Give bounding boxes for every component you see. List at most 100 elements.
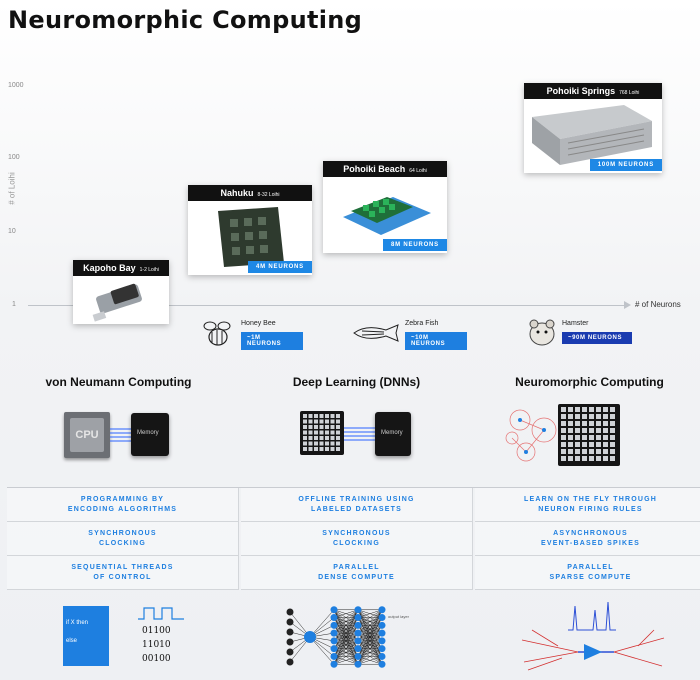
column-title-von-neumann: von Neumann Computing <box>45 375 192 389</box>
nn-output-label: output layer <box>388 614 410 619</box>
chip-core <box>596 414 601 419</box>
chip-core <box>610 428 615 433</box>
nn-node <box>354 637 362 645</box>
system-card-image: 100M NEURONS <box>524 99 662 171</box>
chip-core <box>582 421 587 426</box>
chip-core <box>319 430 324 435</box>
chip-core <box>314 447 318 451</box>
chip-core <box>589 428 594 433</box>
chip-core <box>330 441 335 446</box>
chip-core <box>336 430 340 435</box>
system-name: Nahuku <box>220 188 254 198</box>
chip-core <box>582 456 587 461</box>
chip-core <box>308 425 313 429</box>
binary-line: 01100 <box>142 626 171 636</box>
y-tick-1: 1 <box>12 301 16 308</box>
chip-core <box>589 414 594 419</box>
bus-lines <box>344 427 376 441</box>
chip-core <box>336 441 340 446</box>
nn-node <box>330 645 338 653</box>
chip-core <box>303 447 307 451</box>
nn-node <box>330 629 338 637</box>
nn-node <box>354 652 362 660</box>
nn-node <box>330 652 338 660</box>
table-cell: OFFLINE TRAINING USING LABELED DATASETS <box>241 488 473 522</box>
table-cell: SYNCHRONOUS CLOCKING <box>241 522 473 556</box>
memory-label: Memory <box>381 430 403 436</box>
chip-core <box>561 449 566 454</box>
chip-core <box>575 407 580 412</box>
chip-core <box>610 414 615 419</box>
zebra-fish-icon <box>353 324 399 342</box>
animal-neuron-badge: ~90M NEURONS <box>562 332 632 344</box>
chip-core <box>319 414 324 418</box>
neuron-count-badge: 100M NEURONS <box>589 159 662 171</box>
chip-core <box>589 435 594 440</box>
code-snippet-card: if X then else <box>63 606 109 666</box>
nn-node <box>286 658 294 666</box>
neuron-count-badge: 8M NEURONS <box>382 239 447 251</box>
server-board-icon <box>343 197 431 235</box>
chip-core <box>575 456 580 461</box>
chip-core <box>303 436 307 440</box>
system-chips: 8-32 Loihi <box>257 192 280 198</box>
chip-core <box>582 435 587 440</box>
chip-core <box>568 421 573 426</box>
animal-name-zebra-fish: Zebra Fish <box>405 320 439 327</box>
chip-core <box>330 414 335 418</box>
chip-core <box>561 435 566 440</box>
chip-core <box>319 441 324 446</box>
chip-core <box>568 407 573 412</box>
column-title-deep-learning: Deep Learning (DNNs) <box>292 375 421 389</box>
table-cell: ASYNCHRONOUS EVENT-BASED SPIKES <box>475 522 700 556</box>
chip-core <box>589 421 594 426</box>
chip-core <box>582 414 587 419</box>
nn-node <box>286 608 294 616</box>
memory-label: Memory <box>137 430 159 436</box>
chip-core <box>603 421 608 426</box>
chip-core <box>575 428 580 433</box>
x-axis-arrow-icon <box>624 301 631 309</box>
chip-core <box>325 441 329 446</box>
system-chips: 1-2 Loihi <box>139 267 159 273</box>
chip-core <box>575 414 580 419</box>
chip-core <box>303 425 307 429</box>
chip-core <box>603 435 608 440</box>
chip-core <box>314 419 318 424</box>
nn-node <box>354 645 362 653</box>
system-name: Pohoiki Springs <box>546 86 616 96</box>
chip-core <box>610 421 615 426</box>
nn-node <box>330 621 338 629</box>
chip-core <box>325 425 329 429</box>
chip-core <box>336 425 340 429</box>
chip-core <box>330 447 335 451</box>
table-cell: SYNCHRONOUS CLOCKING <box>7 522 239 556</box>
x-axis-line <box>28 305 628 306</box>
x-axis-title: # of Neurons <box>635 300 681 309</box>
chip-core <box>325 447 329 451</box>
chip-core <box>325 436 329 440</box>
chip-core <box>603 442 608 447</box>
chip-core <box>610 407 615 412</box>
chip-core <box>308 430 313 435</box>
chip-core <box>308 436 313 440</box>
chip-core <box>568 449 573 454</box>
chip-core <box>596 421 601 426</box>
chip-core <box>582 449 587 454</box>
chip-core <box>325 419 329 424</box>
system-name: Kapoho Bay <box>83 263 136 273</box>
nn-node <box>378 652 386 660</box>
chip-core <box>303 430 307 435</box>
chip-core <box>330 425 335 429</box>
chip-core <box>330 419 335 424</box>
chip-core <box>575 442 580 447</box>
nn-node <box>378 621 386 629</box>
chip-core <box>308 414 313 418</box>
chip-core <box>589 407 594 412</box>
chip-core <box>314 430 318 435</box>
chip-core <box>596 456 601 461</box>
nn-node <box>378 629 386 637</box>
